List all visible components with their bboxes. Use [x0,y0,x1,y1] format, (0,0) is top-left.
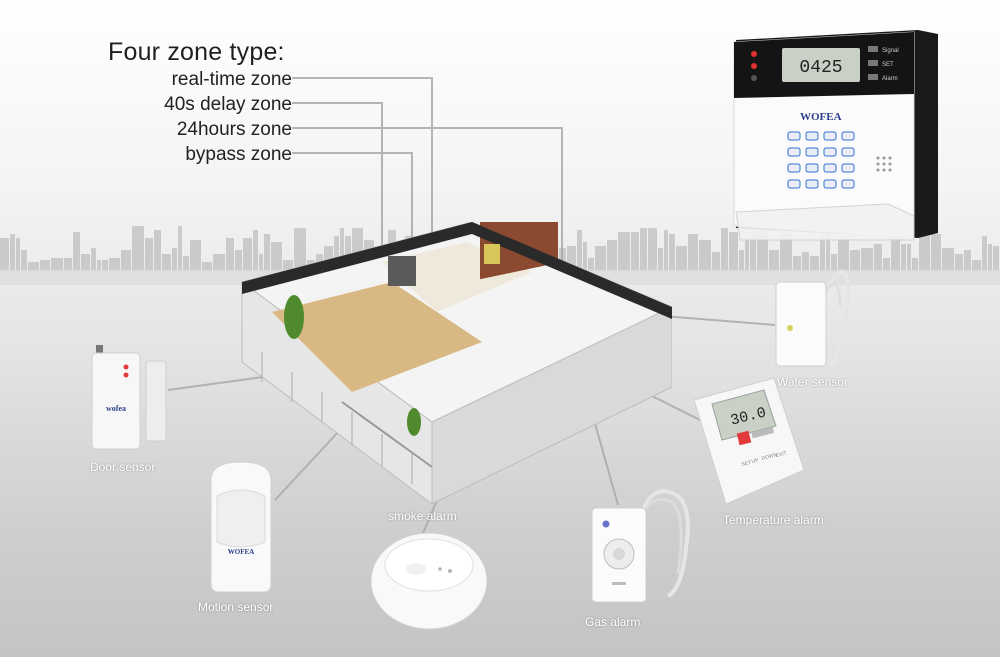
panel-status-alarm: Alarm [882,76,898,82]
temp-button-up: UP [751,457,760,465]
panel-keypad [787,131,855,189]
apartment-cutaway-illustration [240,222,672,504]
zone-item-24hours: 24hours zone [176,119,292,140]
water-sensor-label: Water sensor [777,375,848,389]
motion-sensor-device: WOFEA [210,461,272,593]
smoke-alarm-label: smoke alarm [388,509,457,523]
motion-sensor-brand: WOFEA [228,548,254,556]
temperature-alarm-device: 30.0 SET UP DOWN EXIT [693,377,805,505]
water-sensor-device [775,269,851,367]
gas-alarm-device [591,489,690,603]
smoke-alarm-device [370,532,488,630]
door-sensor-brand: wofea [106,404,126,413]
panel-status-signal: Signal [882,48,899,54]
temp-button-set: SET [741,460,752,468]
panel-status-set: SET [882,62,894,68]
panel-brand: WOFEA [800,111,842,123]
panel-display-text: 0425 [799,58,842,78]
zone-type-title: Four zone type: [108,38,285,66]
door-sensor-device: wofea [91,345,167,450]
alarm-control-panel: 0425 Signal SET Alarm WOFEA [733,30,938,241]
temp-button-exit: EXIT [775,450,787,459]
temp-button-down: DOWN [761,452,778,462]
zone-item-delay: 40s delay zone [164,94,292,115]
motion-sensor-label: Motion sensor [198,600,274,614]
door-sensor-label: Door sensor [90,460,156,474]
temperature-alarm-label: Temperature alarm [723,513,824,527]
zone-item-realtime: real-time zone [171,69,292,90]
zone-type-list: real-time zone 40s delay zone 24hours zo… [100,67,292,167]
zone-item-bypass: bypass zone [185,144,292,165]
gas-alarm-label: Gas alarm [585,615,641,629]
